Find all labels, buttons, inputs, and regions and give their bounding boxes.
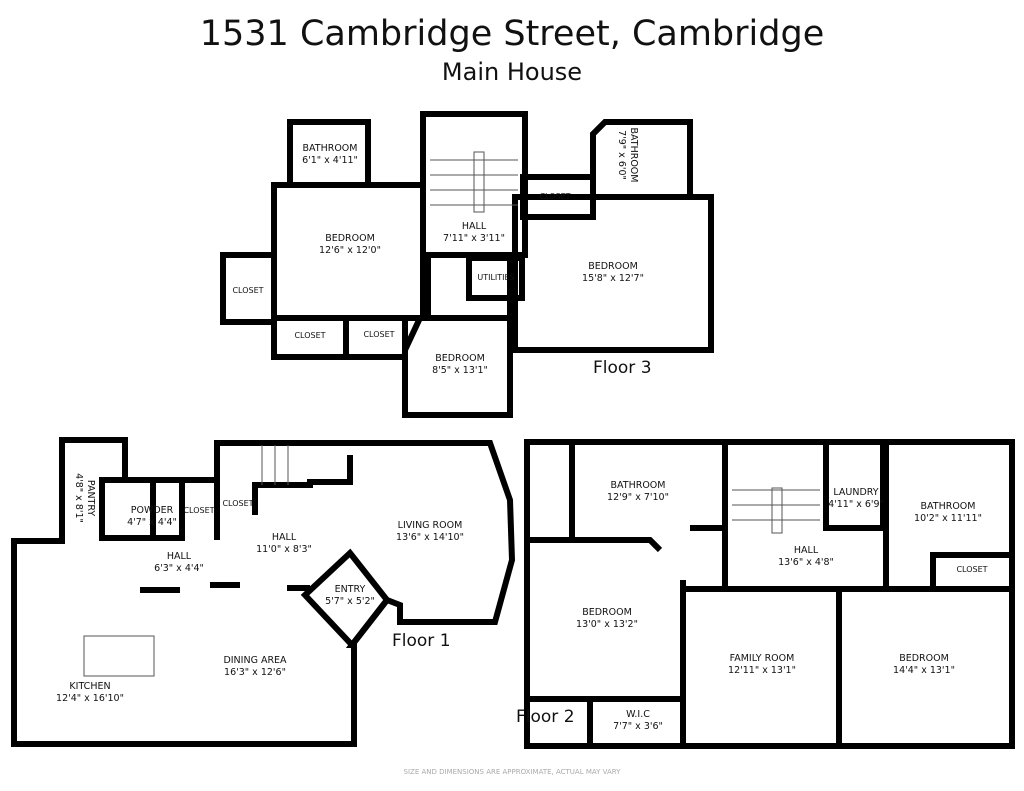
floor1-walls <box>11 437 516 747</box>
room-label-f3-closet: CLOSET <box>539 192 571 201</box>
room-label-f1-closet: CLOSET <box>183 506 215 515</box>
stairs <box>83 151 820 677</box>
floor3-walls <box>220 111 714 418</box>
floor-1-label: Floor 1 <box>392 631 451 651</box>
room-label-f3-closet: CLOSET <box>294 331 326 340</box>
page-subtitle: Main House <box>441 58 583 86</box>
page-title: 1531 Cambridge Street, Cambridge <box>199 14 825 54</box>
room-label-f3-closet: CLOSET <box>232 286 264 295</box>
disclaimer: SIZE AND DIMENSIONS ARE APPROXIMATE, ACT… <box>403 768 621 776</box>
floor-2-label: Floor 2 <box>516 707 575 727</box>
floor2-walls <box>524 439 1015 749</box>
room-label-f2-closet: CLOSET <box>956 565 988 574</box>
floor-3-label: Floor 3 <box>593 358 652 378</box>
room-label-f3-closet: CLOSET <box>363 330 395 339</box>
room-label-f1-closet: CLOSET <box>222 499 254 508</box>
room-label-f3-utilities: UTILITIES <box>477 273 515 282</box>
